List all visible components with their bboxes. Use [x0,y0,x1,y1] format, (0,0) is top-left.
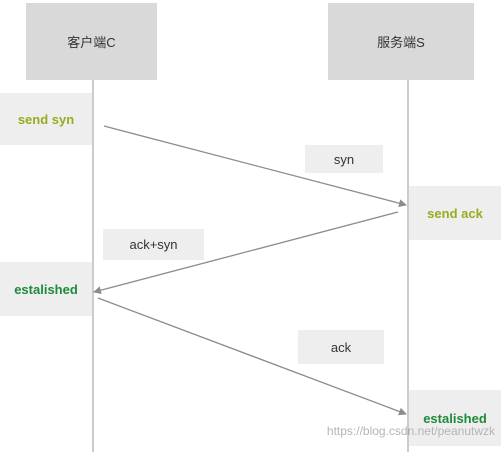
server-send-ack-label: send ack [427,205,483,221]
server-established-label: estalished [423,410,487,426]
client-established-state: estalished [0,262,92,316]
server-participant-label: 服务端S [377,35,425,50]
server-established-state: estalished [409,390,501,446]
ack-message-label: ack [330,339,352,355]
syn-message-label: syn [333,151,355,167]
client-established-label: estalished [14,281,78,297]
ack-syn-message-label: ack+syn [129,237,178,252]
client-participant-box: 客户端C [26,3,157,80]
ack-syn-arrow [93,211,399,295]
syn-message-label-box: syn [305,145,383,173]
ack-message-label-box: ack [298,330,384,364]
server-send-ack-state: send ack [409,186,501,240]
client-send-syn-label: send syn [17,111,75,127]
syn-arrow [103,125,407,208]
watermark-text: https://blog.csdn.net/peanutwzk [326,424,495,438]
client-participant-label: 客户端C [67,35,116,50]
server-participant-box: 服务端S [328,3,474,80]
ack-syn-message-label-box: ack+syn [103,229,204,260]
ack-arrow [97,297,407,416]
client-send-syn-state: send syn [0,93,92,145]
